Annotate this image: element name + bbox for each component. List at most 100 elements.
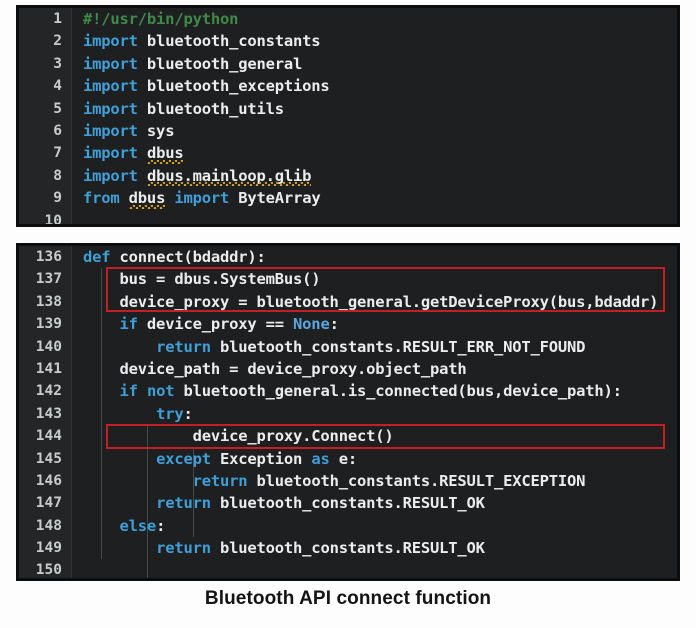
line-number: 140 xyxy=(35,338,62,355)
code-line[interactable]: device_proxy = bluetooth_general.getDevi… xyxy=(83,291,677,313)
module-name xyxy=(138,167,147,185)
line-number: 144 xyxy=(35,428,62,445)
line-number: 5 xyxy=(53,100,62,117)
module-name: bluetooth_constants xyxy=(137,32,321,51)
keyword-as: as xyxy=(311,449,330,468)
code-line[interactable]: import bluetooth_exceptions xyxy=(83,75,677,97)
code-line[interactable]: import bluetooth_general xyxy=(83,53,677,75)
code-line[interactable]: import bluetooth_utils xyxy=(83,98,677,120)
shebang-comment: #!/usr/bin/python xyxy=(83,10,239,28)
line-number: 8 xyxy=(53,167,62,184)
keyword-from: from xyxy=(83,189,120,208)
exception-variable: e: xyxy=(329,449,357,468)
line-number: 139 xyxy=(35,316,62,333)
code-line[interactable]: from dbus import ByteArray xyxy=(83,187,677,209)
indent xyxy=(83,315,120,333)
code-line[interactable]: return bluetooth_constants.RESULT_OK xyxy=(83,537,677,559)
indent xyxy=(83,405,156,423)
module-name: bluetooth_utils xyxy=(137,99,284,118)
keyword-return: return xyxy=(156,337,211,356)
keyword-import: import xyxy=(83,32,138,51)
code-line[interactable]: import bluetooth_constants xyxy=(83,30,677,52)
line-number: 2 xyxy=(53,33,62,50)
line-number: 4 xyxy=(53,78,62,95)
indent-guide-level-2 xyxy=(147,425,148,537)
keyword-import: import xyxy=(83,99,138,118)
keyword-not: not xyxy=(146,382,175,401)
keyword-if: if xyxy=(119,382,138,401)
module-name-dbus: dbus xyxy=(146,142,184,165)
connect-function-code-block: 136 137 138 139 140 141 142 143 144 145 … xyxy=(16,243,680,581)
code-line[interactable]: if not bluetooth_general.is_connected(bu… xyxy=(83,380,677,402)
builtin-none: None xyxy=(293,315,330,334)
code-line[interactable]: try: xyxy=(83,403,677,425)
code-line[interactable]: return bluetooth_constants.RESULT_OK xyxy=(83,492,677,514)
code-line[interactable]: device_proxy.Connect() xyxy=(83,425,677,447)
keyword-else: else xyxy=(119,516,157,535)
line-number: 7 xyxy=(53,145,62,162)
code-line[interactable]: import sys xyxy=(83,120,677,142)
code-line[interactable]: if device_proxy == None: xyxy=(83,313,677,335)
function-signature: connect(bdaddr): xyxy=(110,248,266,266)
code-line[interactable] xyxy=(83,210,677,224)
code-line[interactable]: return bluetooth_constants.RESULT_ERR_NO… xyxy=(83,336,677,358)
code-text-area-bottom[interactable]: def connect(bdaddr): bus = dbus.SystemBu… xyxy=(73,246,677,578)
code-line[interactable]: import dbus.mainloop.glib xyxy=(83,165,677,187)
keyword-return: return xyxy=(156,539,211,558)
keyword-def: def xyxy=(83,248,111,266)
indent-guide-level-1 xyxy=(101,268,102,559)
line-number: 145 xyxy=(35,450,62,467)
line-number: 138 xyxy=(35,293,62,310)
condition-expression: bluetooth_general.is_connected(bus,devic… xyxy=(174,382,622,401)
keyword-import: import xyxy=(83,121,138,140)
return-value: bluetooth_constants.RESULT_ERR_NOT_FOUND xyxy=(210,337,586,356)
keyword-if: if xyxy=(119,315,138,334)
return-value: bluetooth_constants.RESULT_EXCEPTION xyxy=(247,471,586,490)
module-name-dbus: dbus xyxy=(128,187,165,209)
line-number-gutter-top: 1 2 3 4 5 6 7 8 9 10 xyxy=(19,8,72,224)
line-number: 10 xyxy=(44,212,62,227)
indent xyxy=(83,382,120,400)
line-number: 3 xyxy=(53,55,62,72)
code-line[interactable] xyxy=(83,559,677,578)
indent xyxy=(83,450,156,468)
imports-code-block: 1 2 3 4 5 6 7 8 9 10 #!/usr/bin/python i… xyxy=(16,5,680,227)
return-value: bluetooth_constants.RESULT_OK xyxy=(210,494,485,513)
code-line[interactable]: device_path = device_proxy.object_path xyxy=(83,358,677,380)
keyword-except: except xyxy=(156,449,211,468)
spacer xyxy=(120,189,129,207)
colon: : xyxy=(156,516,166,535)
indent xyxy=(83,539,156,557)
line-number-gutter-bottom: 136 137 138 139 140 141 142 143 144 145 … xyxy=(19,246,72,578)
keyword-import: import xyxy=(83,54,138,73)
code-text-area-top[interactable]: #!/usr/bin/python import bluetooth_const… xyxy=(73,8,677,224)
keyword-return: return xyxy=(192,471,248,490)
indent xyxy=(83,472,193,490)
spacer xyxy=(138,382,147,400)
code-line[interactable]: else: xyxy=(83,515,677,537)
code-line[interactable]: except Exception as e: xyxy=(83,448,677,470)
spacer xyxy=(165,189,174,207)
colon: : xyxy=(183,404,193,423)
code-line[interactable]: import dbus xyxy=(83,142,677,165)
code-line[interactable]: bus = dbus.SystemBus() xyxy=(83,268,677,290)
code-line[interactable]: #!/usr/bin/python xyxy=(83,8,677,30)
line-number: 149 xyxy=(35,540,62,557)
colon: : xyxy=(329,315,339,334)
module-name: bluetooth_general xyxy=(137,54,303,73)
keyword-import: import xyxy=(83,166,138,185)
keyword-try: try xyxy=(156,404,184,423)
indent-guide-level-3 xyxy=(193,447,194,537)
keyword-import: import xyxy=(174,189,230,208)
code-line[interactable]: def connect(bdaddr): xyxy=(83,246,677,268)
return-value: bluetooth_constants.RESULT_OK xyxy=(210,539,485,558)
keyword-import: import xyxy=(83,144,138,163)
code-line[interactable]: return bluetooth_constants.RESULT_EXCEPT… xyxy=(83,470,677,492)
line-number: 137 xyxy=(35,271,62,288)
keyword-import: import xyxy=(83,77,138,96)
indent xyxy=(83,494,156,512)
line-number: 9 xyxy=(53,190,62,207)
line-number: 142 xyxy=(35,383,62,400)
line-number: 141 xyxy=(35,360,62,377)
